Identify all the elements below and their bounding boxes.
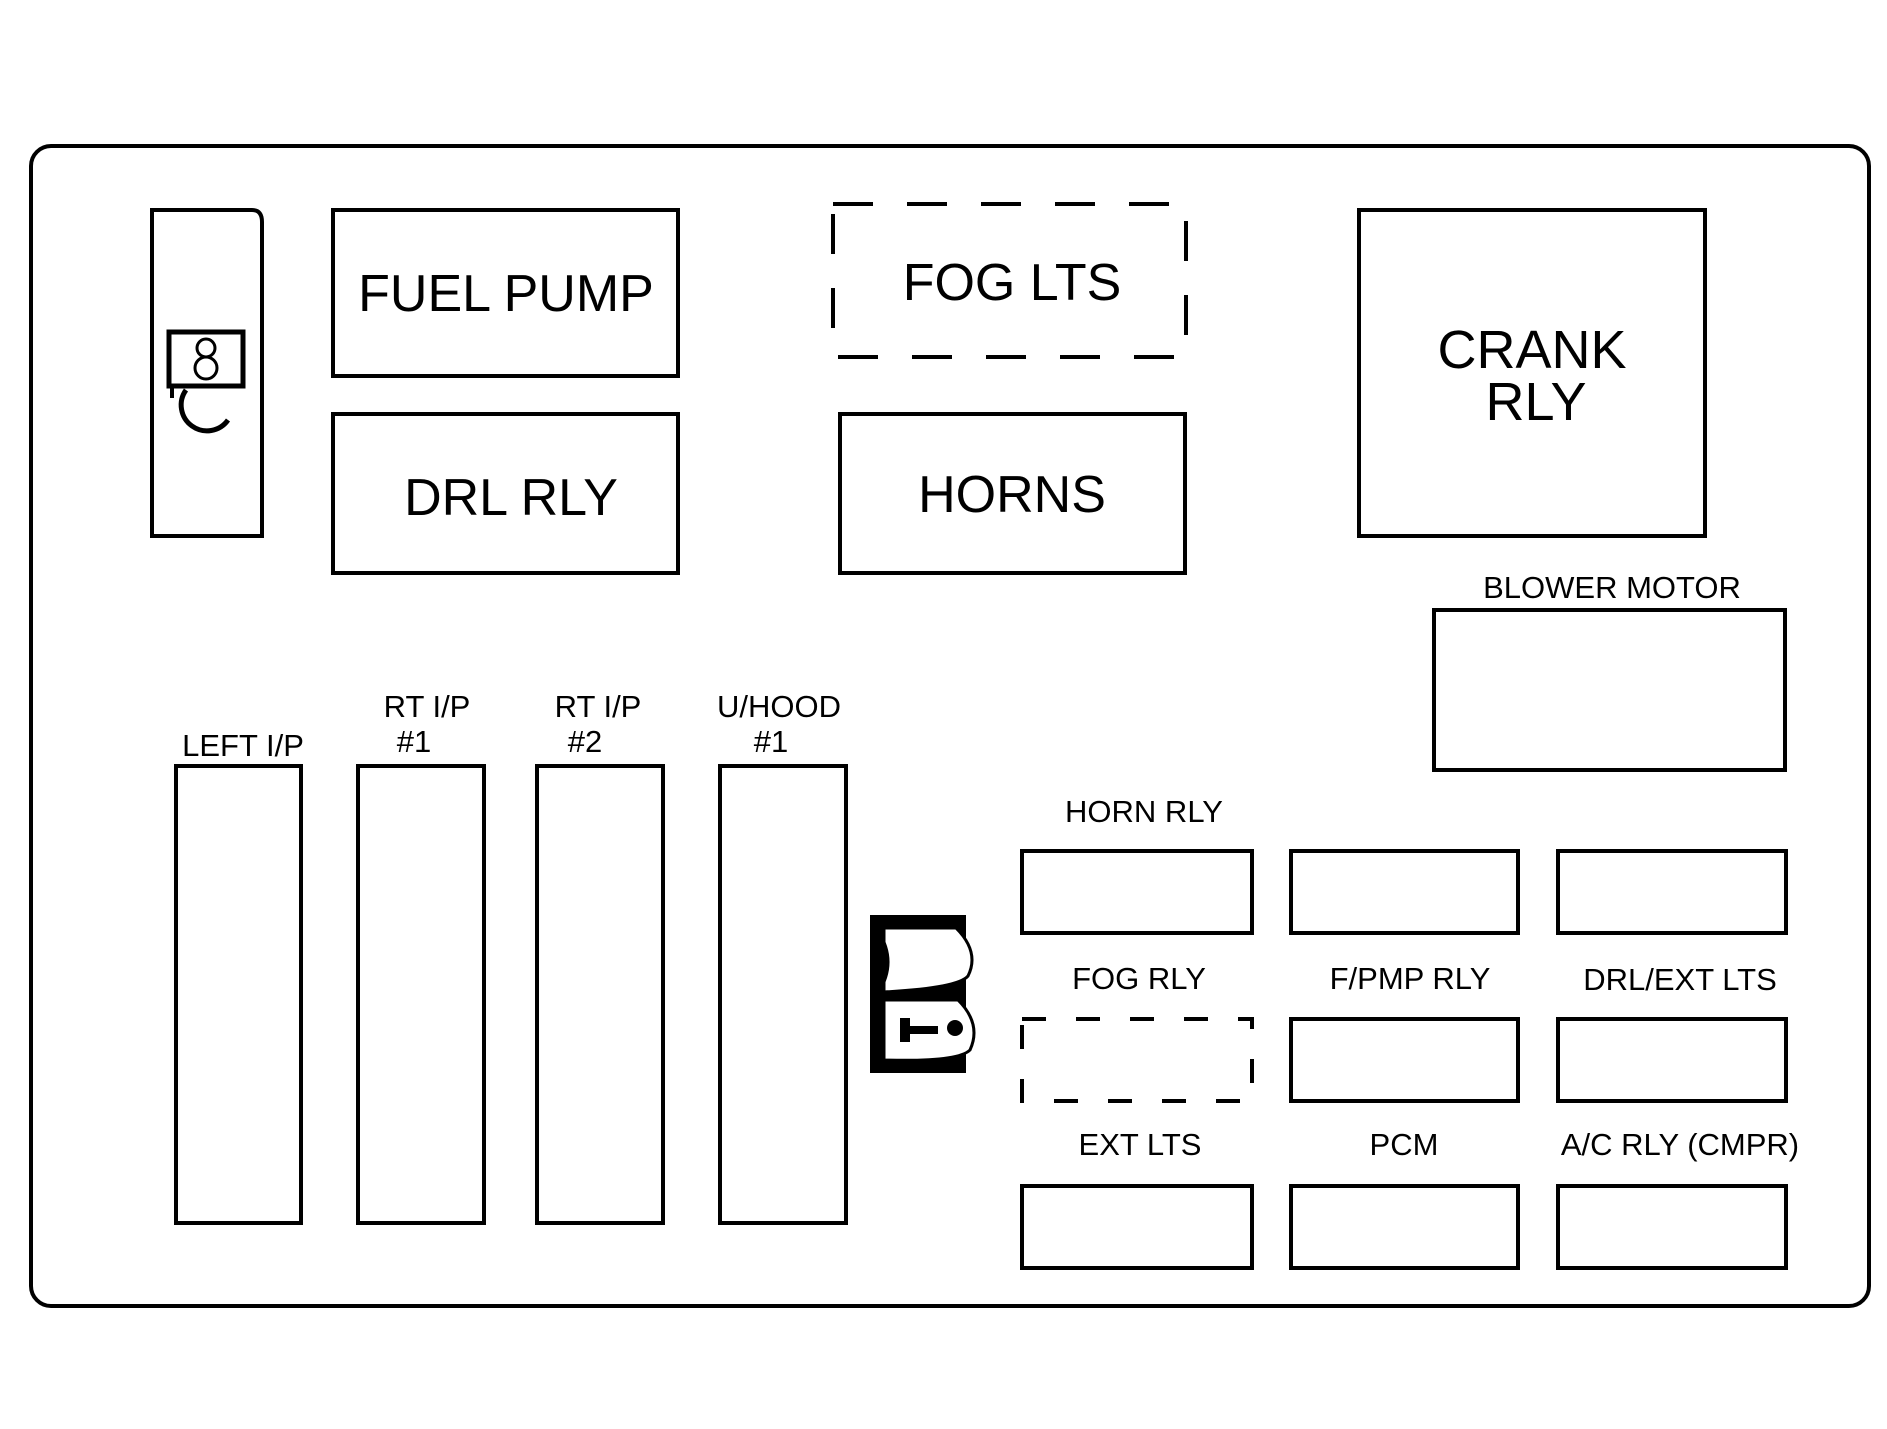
ext-lts-relay	[1020, 1184, 1254, 1270]
drl-ext-lts-label: DRL/EXT LTS	[1583, 962, 1777, 997]
blower-motor-fuse	[1432, 608, 1787, 772]
pcm-label: PCM	[1370, 1127, 1439, 1162]
fog-relay-label: FOG RLY	[1072, 961, 1206, 996]
fog-relay	[1020, 1017, 1254, 1103]
uhood1-label-line1: U/HOOD	[717, 689, 841, 724]
fog-lights-relay	[831, 202, 1188, 359]
ac-relay-label: A/C RLY (CMPR)	[1561, 1127, 1799, 1162]
left-ip-fuse	[174, 764, 303, 1225]
fuse-block-outline	[29, 144, 1871, 1308]
rt-ip1-fuse	[356, 764, 486, 1225]
horns-label: HORNS	[918, 466, 1106, 524]
uhood1-label-line2: #1	[754, 724, 788, 759]
horn-relay	[1020, 849, 1254, 935]
fuel-pump-relay	[331, 208, 680, 378]
relay-slot-row1-col3	[1556, 849, 1788, 935]
ext-lts-label: EXT LTS	[1079, 1127, 1202, 1162]
drl-ext-lts-relay	[1556, 1017, 1788, 1103]
uhood1-fuse	[718, 764, 848, 1225]
fuse-puller-icon	[150, 208, 264, 538]
rt-ip2-label-line2: #2	[568, 724, 602, 759]
info-tab-icon	[870, 915, 976, 1073]
pcm-relay	[1289, 1184, 1520, 1270]
fpmp-relay	[1289, 1017, 1520, 1103]
crank-relay-label-line2: RLY	[1485, 372, 1586, 432]
fuel-pump-label: FUEL PUMP	[358, 265, 654, 323]
fpmp-relay-label: F/PMP RLY	[1330, 961, 1491, 996]
horn-relay-label: HORN RLY	[1065, 794, 1223, 829]
rt-ip2-label-line1: RT I/P	[555, 689, 642, 724]
blower-motor-label: BLOWER MOTOR	[1483, 570, 1741, 605]
rt-ip2-fuse	[535, 764, 665, 1225]
fog-lights-label: FOG LTS	[903, 254, 1122, 312]
horns-fuse	[838, 412, 1187, 575]
rt-ip1-label-line2: #1	[397, 724, 431, 759]
crank-relay-label-line1: CRANK	[1437, 320, 1626, 380]
left-ip-label: LEFT I/P	[182, 728, 304, 763]
ac-relay	[1556, 1184, 1788, 1270]
drl-relay-label: DRL RLY	[404, 469, 618, 527]
rt-ip1-label-line1: RT I/P	[384, 689, 471, 724]
drl-relay	[331, 412, 680, 575]
relay-slot-row1-col2	[1289, 849, 1520, 935]
crank-relay	[1357, 208, 1707, 538]
